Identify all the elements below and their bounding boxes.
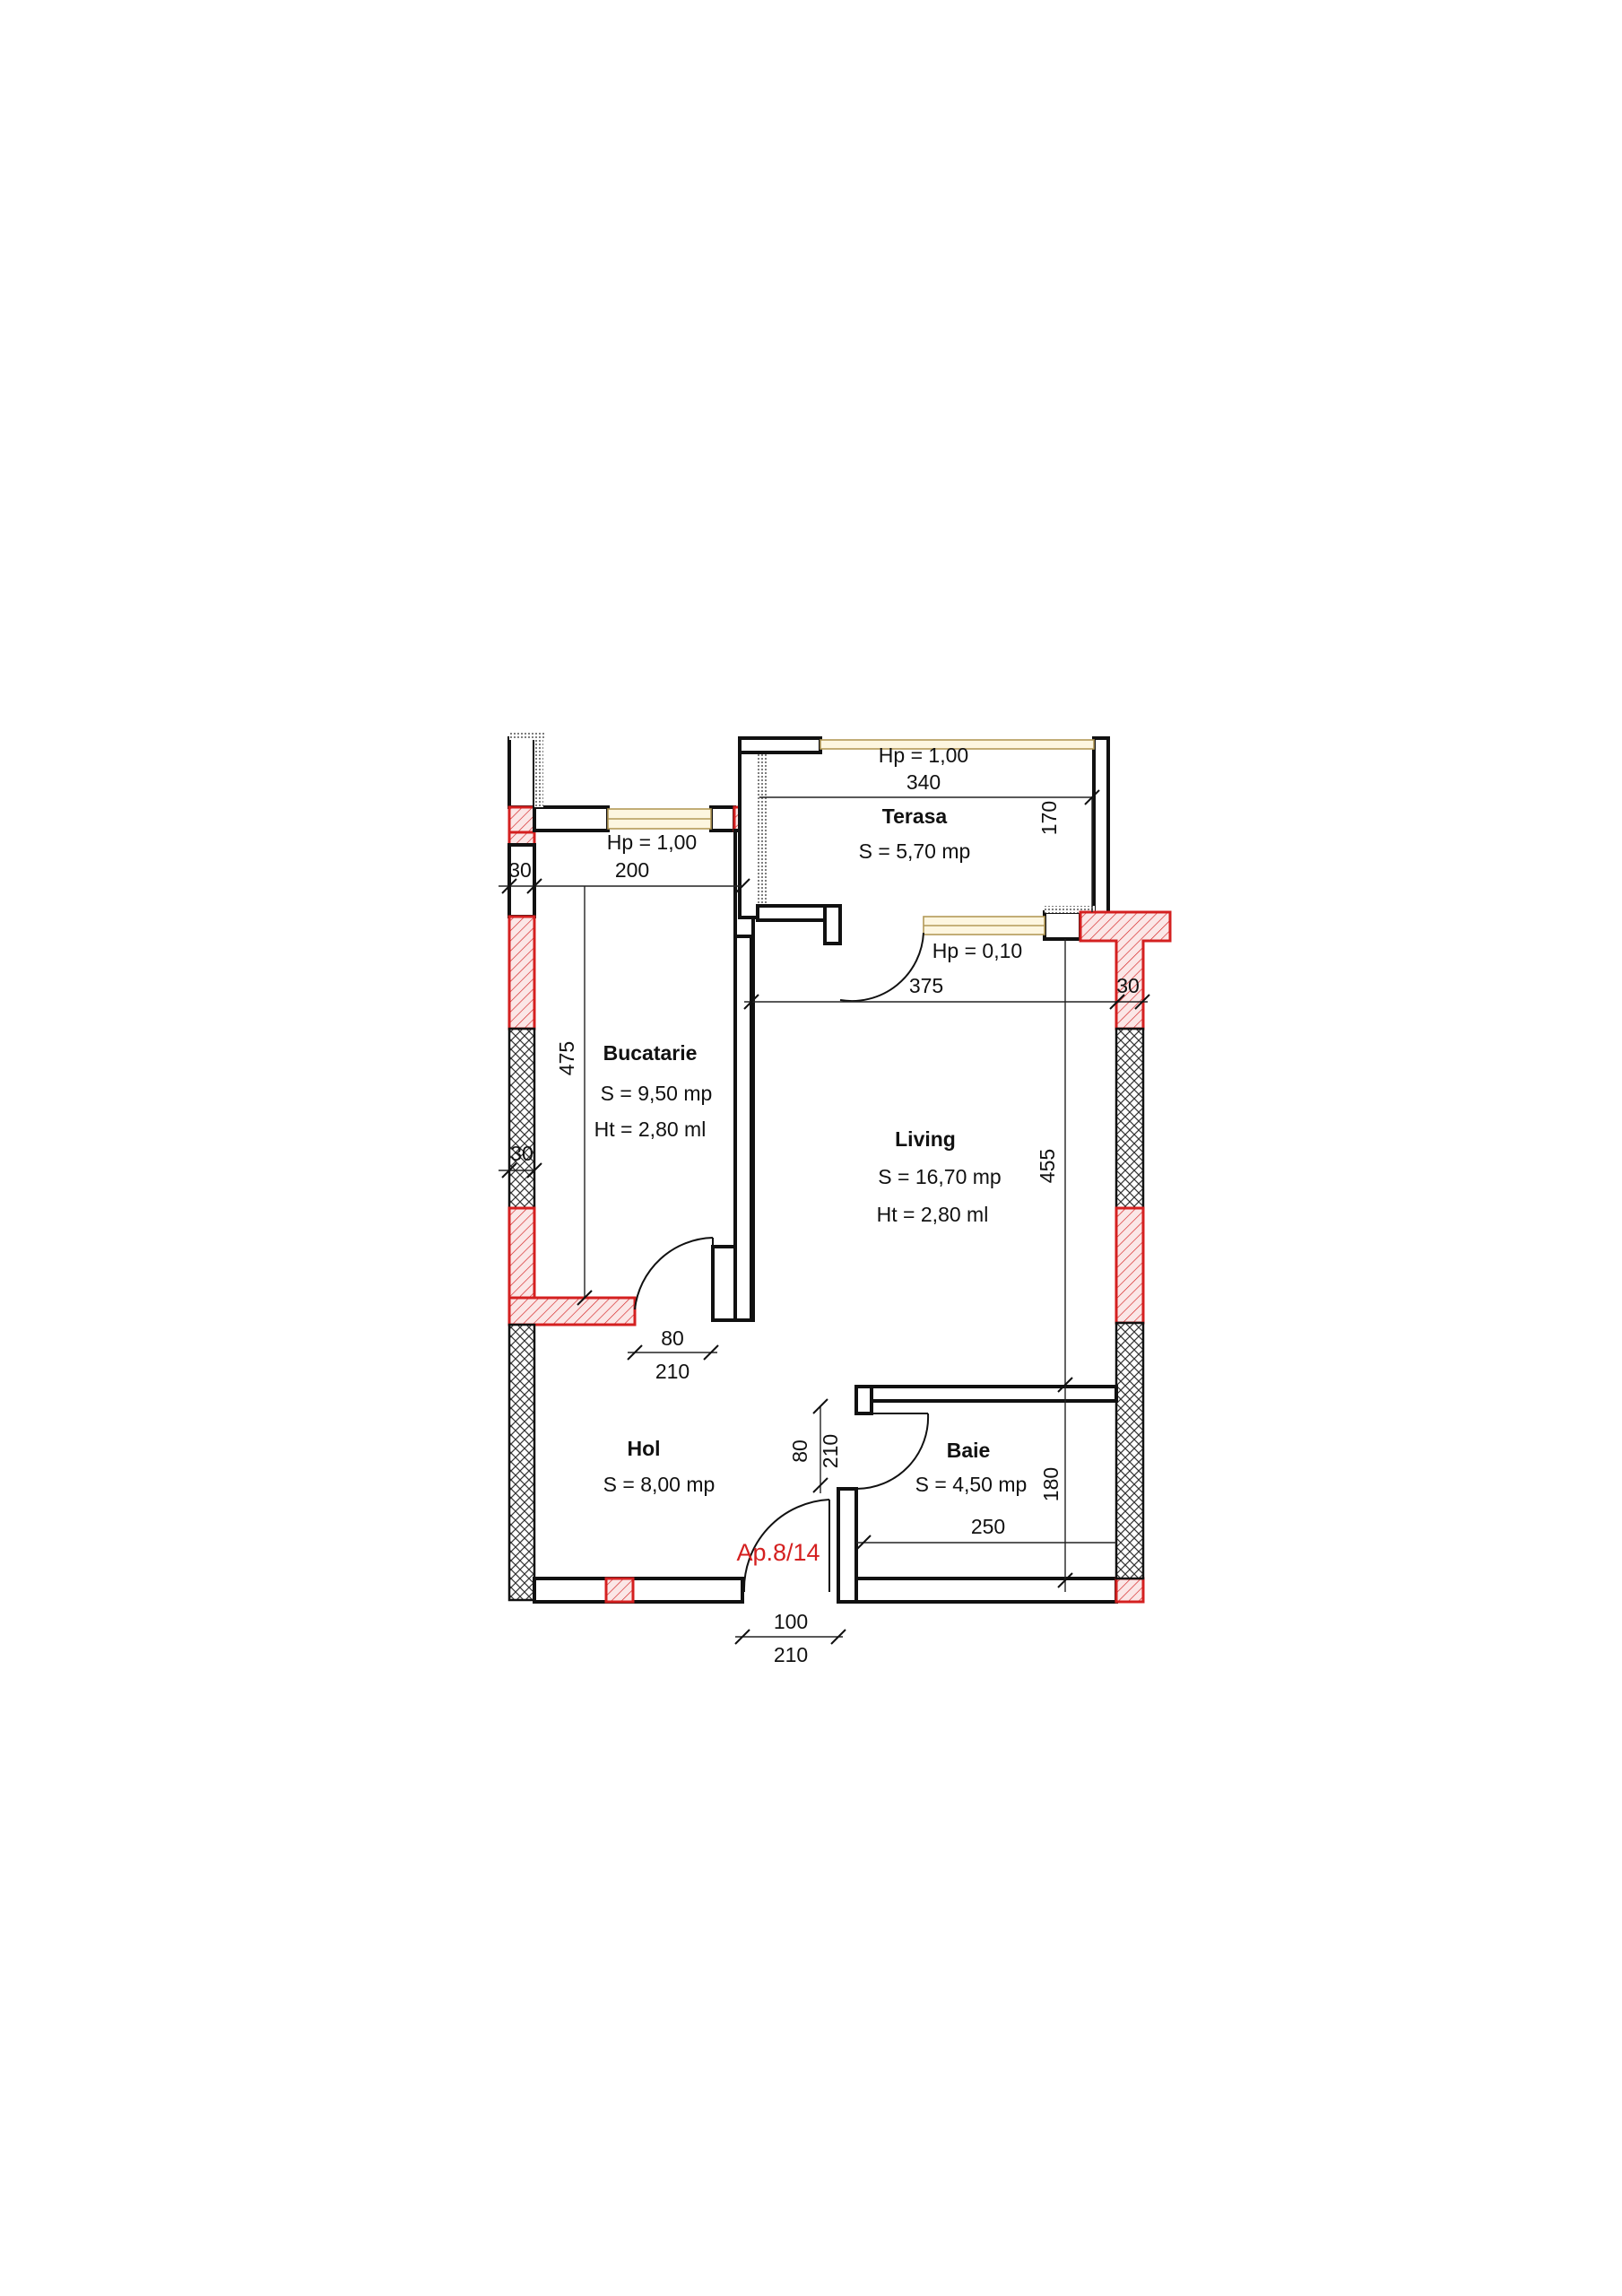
wall-right-insulated-1: [1115, 1027, 1145, 1210]
room-name-terasa: Terasa: [882, 804, 948, 828]
window-terasa-top: [820, 739, 1095, 750]
wall-left-top: [507, 736, 536, 809]
wall-bath-top: [854, 1385, 1118, 1403]
doors: [634, 932, 930, 1593]
windows: [607, 739, 1095, 935]
dim-bath-width: 250: [971, 1515, 1005, 1538]
wall-terasa-left-cladding: [758, 749, 767, 910]
wall-terasa-top-stub: [738, 736, 822, 754]
dimension-lines: [499, 789, 1150, 1645]
wall-left-insulated-2: [507, 1323, 536, 1602]
room-height-bucatarie: Ht = 2,80 ml: [594, 1118, 707, 1141]
dim-kitchen-length: 475: [555, 1041, 578, 1075]
dim-terasa-depth: 170: [1037, 801, 1061, 835]
room-area-living: S = 16,70 mp: [878, 1165, 1001, 1188]
door-entry-swing: [742, 1499, 830, 1593]
wall-left-insulated-1: [507, 1027, 536, 1210]
walls: [507, 731, 1172, 1604]
dim-terasa-width: 340: [906, 770, 941, 794]
room-name-hol: Hol: [627, 1437, 660, 1460]
dim-kitchen-width: 200: [615, 858, 649, 882]
room-area-terasa: S = 5,70 mp: [859, 839, 971, 863]
dim-bath-door-height: 210: [819, 1434, 842, 1468]
dotted-cladding-side: [534, 738, 543, 807]
dim-kitchen-wall-mid: 30: [510, 1142, 533, 1165]
dim-kitchen-door-width: 80: [661, 1326, 684, 1350]
dim-entry-door-height: 210: [774, 1643, 808, 1666]
wall-bottom-right: [837, 1577, 1118, 1604]
window-terasa-living-label: Hp = 0,10: [932, 939, 1022, 962]
room-name-living: Living: [895, 1127, 956, 1151]
dim-living-width: 375: [909, 974, 943, 997]
wall-kitchen-top-right: [709, 805, 736, 832]
wall-kitchen-bottom: [507, 1296, 637, 1326]
wall-terasa-bottom-stub: [823, 904, 842, 945]
room-area-hol: S = 8,00 mp: [603, 1473, 716, 1496]
dim-kitchen-wall-top: 30: [508, 858, 532, 882]
wall-left-pier-2: [507, 915, 536, 1031]
wall-terasa-left: [738, 736, 761, 919]
wall-bath-left: [837, 1487, 858, 1604]
window-kitchen-label: Hp = 1,00: [607, 831, 697, 854]
door-terasa-swing: [839, 932, 924, 1003]
dim-living-wall: 30: [1116, 974, 1140, 997]
door-bath-swing: [855, 1413, 930, 1491]
room-area-baie: S = 4,50 mp: [915, 1473, 1028, 1496]
wall-bottom-pier: [604, 1577, 635, 1604]
wall-bottom-left: [533, 1577, 744, 1604]
wall-right-pier: [1115, 1206, 1145, 1325]
wall-bottom-corner-pier: [1115, 1577, 1145, 1604]
dim-kitchen-door-height: 210: [655, 1360, 690, 1383]
room-height-living: Ht = 2,80 ml: [877, 1203, 989, 1226]
dim-living-length: 455: [1036, 1149, 1059, 1183]
wall-terasa-right-cladding: [1045, 906, 1095, 913]
wall-partition-living: [733, 935, 753, 1322]
wall-right-t-pier: [1079, 910, 1172, 1031]
dim-bath-length: 180: [1039, 1467, 1063, 1501]
wall-top-left-pier: [507, 805, 536, 834]
door-kitchen-swing: [634, 1237, 714, 1310]
room-area-bucatarie: S = 9,50 mp: [601, 1082, 713, 1105]
wall-terasa-right: [1092, 736, 1110, 915]
apartment-label: Ap.8/14: [736, 1539, 820, 1566]
wall-kitchen-top-left: [533, 805, 610, 832]
dotted-cladding-top: [509, 731, 545, 740]
wall-terasa-bottom-right: [1043, 910, 1082, 941]
dim-entry-door-width: 100: [774, 1610, 808, 1633]
room-name-bucatarie: Bucatarie: [603, 1041, 698, 1065]
labels: Hp = 1,00 340 170 Terasa S = 5,70 mp Hp …: [508, 744, 1140, 1666]
window-terasa-top-label: Hp = 1,00: [879, 744, 968, 767]
dim-bath-door-width: 80: [788, 1439, 811, 1463]
room-name-baie: Baie: [947, 1439, 991, 1462]
wall-right-insulated-2: [1115, 1321, 1145, 1580]
wall-bath-top-stub: [854, 1385, 873, 1415]
